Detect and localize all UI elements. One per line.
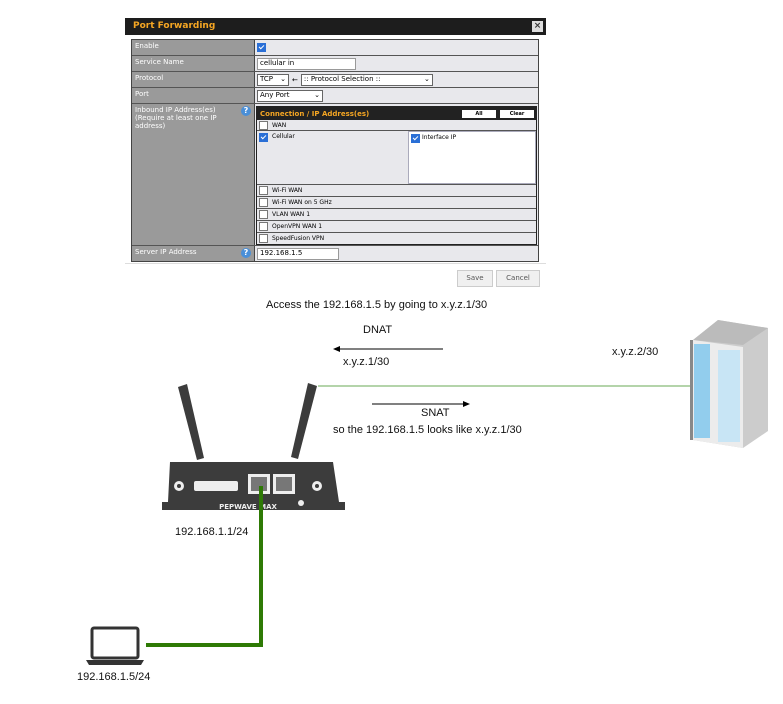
server-ip-label: Server IP Address xyxy=(135,248,197,256)
enable-checkbox[interactable] xyxy=(257,43,266,52)
laptop-icon xyxy=(86,626,144,665)
divider xyxy=(125,263,546,264)
dialog-title-bar: Port Forwarding × xyxy=(125,18,546,35)
interface-ip-label: Interface IP xyxy=(422,134,457,141)
dnat-arrow xyxy=(333,346,443,352)
dnat-ip: x.y.z.1/30 xyxy=(343,356,390,368)
service-name-label: Service Name xyxy=(132,56,255,71)
access-text: Access the 192.168.1.5 by going to x.y.z… xyxy=(266,299,488,311)
wifi-wan-label: Wi-Fi WAN xyxy=(272,187,303,194)
vlan-wan-checkbox[interactable] xyxy=(259,210,268,219)
wifi-wan-checkbox[interactable] xyxy=(259,186,268,195)
speedfusion-vpn-label: SpeedFusion VPN xyxy=(272,235,325,242)
svg-text:PEPWAVE MAX: PEPWAVE MAX xyxy=(219,503,277,511)
speedfusion-vpn-checkbox[interactable] xyxy=(259,234,268,243)
service-name-input[interactable]: cellular in xyxy=(257,57,356,70)
cellular-label: Cellular xyxy=(272,133,295,140)
lan-link-line xyxy=(146,486,263,647)
protocol-select[interactable]: TCP⌄ xyxy=(257,73,289,86)
snat-label: SNAT xyxy=(421,407,450,419)
dnat-label: DNAT xyxy=(363,324,393,336)
wifi-wan-5ghz-label: Wi-Fi WAN on 5 GHz xyxy=(272,199,332,206)
protocol-selection-value: :: Protocol Selection :: xyxy=(303,74,381,83)
connection-header: Connection / IP Address(es) xyxy=(260,109,370,118)
router-ip: 192.168.1.1/24 xyxy=(175,526,249,538)
help-icon[interactable]: ? xyxy=(241,248,251,258)
cancel-button[interactable]: Cancel xyxy=(496,270,540,287)
interface-ip-checkbox[interactable] xyxy=(411,134,420,143)
clear-button[interactable]: Clear xyxy=(500,109,534,118)
help-icon[interactable]: ? xyxy=(241,106,251,116)
laptop-ip: 192.168.1.5/24 xyxy=(77,671,151,683)
save-button[interactable]: Save xyxy=(457,270,493,287)
inbound-label: Inbound IP Address(es) (Require at least… xyxy=(135,106,217,130)
snat-text: so the 192.168.1.5 looks like x.y.z.1/30 xyxy=(333,424,522,436)
enable-label: Enable xyxy=(132,40,255,55)
arrow-left-icon: ← xyxy=(292,75,298,84)
protocol-selection-select[interactable]: :: Protocol Selection ::⌄ xyxy=(300,73,433,86)
port-label: Port xyxy=(132,88,255,103)
router-icon: PEPWAVE MAX xyxy=(162,383,345,511)
protocol-value: TCP xyxy=(260,74,273,83)
wan-checkbox[interactable] xyxy=(259,120,268,130)
wan-label: WAN xyxy=(272,121,287,129)
wifi-wan-5ghz-checkbox[interactable] xyxy=(259,198,268,207)
protocol-label: Protocol xyxy=(132,72,255,87)
remote-ip: x.y.z.2/30 xyxy=(612,346,659,358)
port-value: Any Port xyxy=(260,90,290,99)
building-icon xyxy=(690,320,768,448)
openvpn-wan-checkbox[interactable] xyxy=(259,222,268,231)
dialog-title: Port Forwarding xyxy=(133,21,216,31)
cellular-checkbox[interactable] xyxy=(259,133,268,142)
port-select[interactable]: Any Port⌄ xyxy=(257,89,323,102)
server-ip-input[interactable]: 192.168.1.5 xyxy=(257,247,339,260)
close-button[interactable]: × xyxy=(532,21,543,32)
openvpn-wan-label: OpenVPN WAN 1 xyxy=(272,223,323,230)
vlan-wan-label: VLAN WAN 1 xyxy=(272,211,311,218)
select-all-button[interactable]: All xyxy=(462,109,496,118)
snat-arrow xyxy=(372,401,470,407)
